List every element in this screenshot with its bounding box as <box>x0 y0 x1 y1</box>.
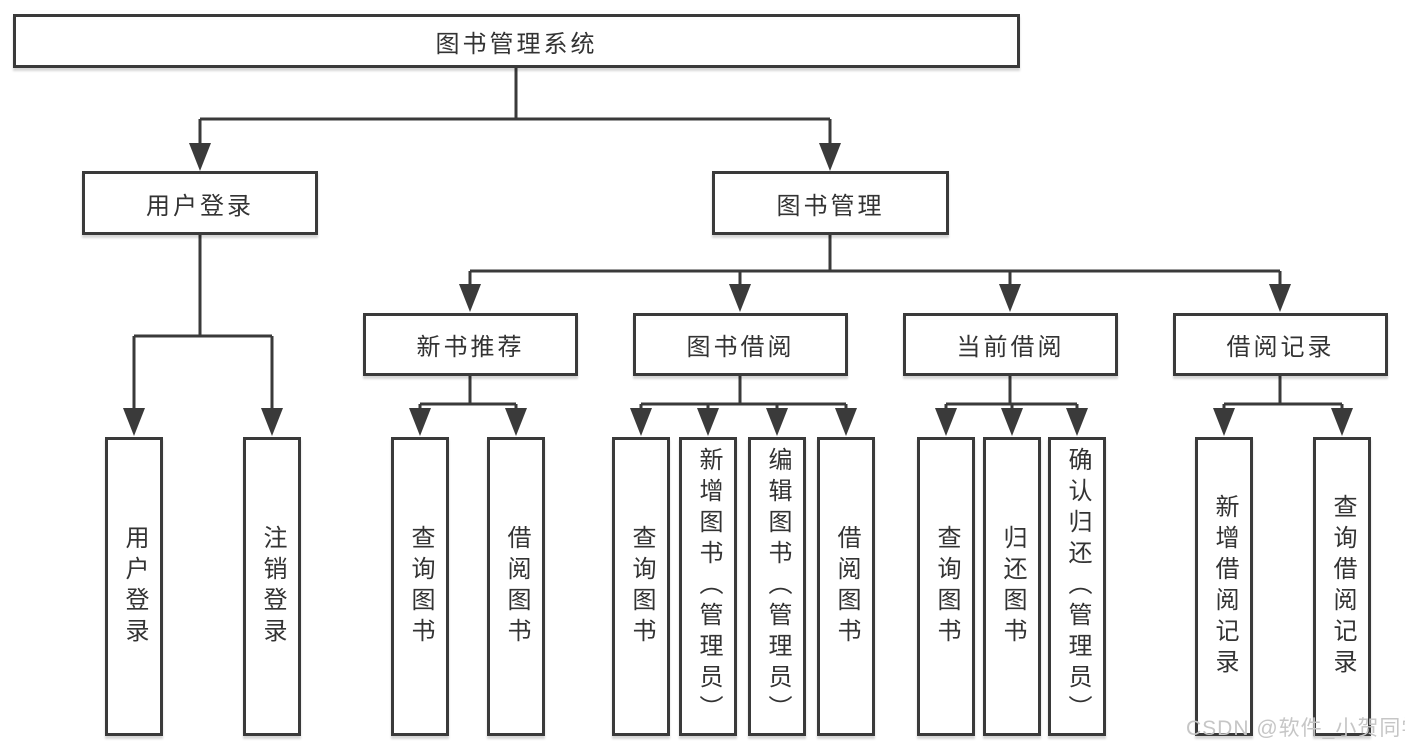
node-current-borrow: 当前借阅 <box>903 313 1118 376</box>
arrowhead <box>409 408 431 436</box>
node-label: 查询图书 <box>933 524 960 649</box>
node-label: 用户登录 <box>146 192 254 220</box>
node-book-management: 图书管理 <box>712 171 949 235</box>
arrowhead <box>935 408 957 436</box>
node-label: 图书管理系统 <box>435 30 598 58</box>
leaf-add-books-admin: 新增图书（管理员） <box>679 437 737 736</box>
connector-new-book-rec-to-leaves <box>409 376 527 436</box>
arrowhead <box>729 284 751 312</box>
leaf-edit-books-admin: 编辑图书（管理员） <box>748 437 806 736</box>
leaf-query-books-rec: 查询图书 <box>391 437 449 736</box>
node-label: 注销登录 <box>259 524 286 649</box>
connector-user-login-to-leaves <box>123 235 283 436</box>
node-label: 图书管理 <box>776 192 885 220</box>
arrowhead <box>766 408 788 436</box>
leaf-user-login: 用户登录 <box>105 437 163 736</box>
arrowhead <box>1269 284 1291 312</box>
node-label: 查询借阅记录 <box>1329 493 1356 680</box>
arrowhead <box>835 408 857 436</box>
node-borrow-records: 借阅记录 <box>1173 313 1388 376</box>
arrowhead <box>999 284 1021 312</box>
leaf-logout: 注销登录 <box>243 437 301 736</box>
arrowhead <box>123 408 145 436</box>
node-label: 确认归还（管理员） <box>1064 447 1091 726</box>
node-label: 当前借阅 <box>956 334 1065 361</box>
csdn-watermark: CSDN @软件_小贺同学 <box>1186 717 1405 740</box>
connector-book-borrow-to-leaves <box>630 376 857 436</box>
leaf-add-borrow-record: 新增借阅记录 <box>1195 437 1253 736</box>
leaf-borrow-books: 借阅图书 <box>817 437 875 736</box>
arrowhead <box>459 284 481 312</box>
node-label: 新增借阅记录 <box>1211 493 1238 680</box>
leaf-confirm-return-admin: 确认归还（管理员） <box>1048 437 1106 736</box>
node-new-book-recommend: 新书推荐 <box>363 313 578 376</box>
node-label: 新书推荐 <box>416 334 525 361</box>
arrowhead <box>261 408 283 436</box>
connector-current-borrow-to-leaves <box>935 376 1088 436</box>
leaf-borrow-books-rec: 借阅图书 <box>487 437 545 736</box>
node-root-system: 图书管理系统 <box>13 14 1020 68</box>
arrowhead <box>505 408 527 436</box>
connector-borrow-records-to-leaves <box>1213 376 1353 436</box>
node-label: 借阅图书 <box>833 524 860 649</box>
arrowhead <box>1213 408 1235 436</box>
arrowhead <box>1331 408 1353 436</box>
arrowhead <box>1001 408 1023 436</box>
node-label: 归还图书 <box>999 524 1026 649</box>
arrowhead <box>819 143 841 171</box>
leaf-return-books: 归还图书 <box>983 437 1041 736</box>
node-label: 新增图书（管理员） <box>695 447 722 726</box>
node-label: 图书借阅 <box>686 334 795 361</box>
node-label: 查询图书 <box>628 524 655 649</box>
leaf-query-books-current: 查询图书 <box>917 437 975 736</box>
node-label: 用户登录 <box>121 524 148 649</box>
node-label: 编辑图书（管理员） <box>764 447 791 726</box>
node-label: 借阅记录 <box>1226 334 1335 361</box>
node-label: 借阅图书 <box>503 524 530 649</box>
leaf-query-books-borrow: 查询图书 <box>612 437 670 736</box>
connector-book-mgmt-to-level3 <box>459 235 1291 312</box>
connector-root-to-level2 <box>189 68 841 171</box>
arrowhead <box>697 408 719 436</box>
leaf-query-borrow-record: 查询借阅记录 <box>1313 437 1371 736</box>
arrowhead <box>630 408 652 436</box>
node-book-borrow: 图书借阅 <box>633 313 848 376</box>
arrowhead <box>189 143 211 171</box>
node-user-login: 用户登录 <box>82 171 318 235</box>
node-label: 查询图书 <box>407 524 434 649</box>
arrowhead <box>1066 408 1088 436</box>
